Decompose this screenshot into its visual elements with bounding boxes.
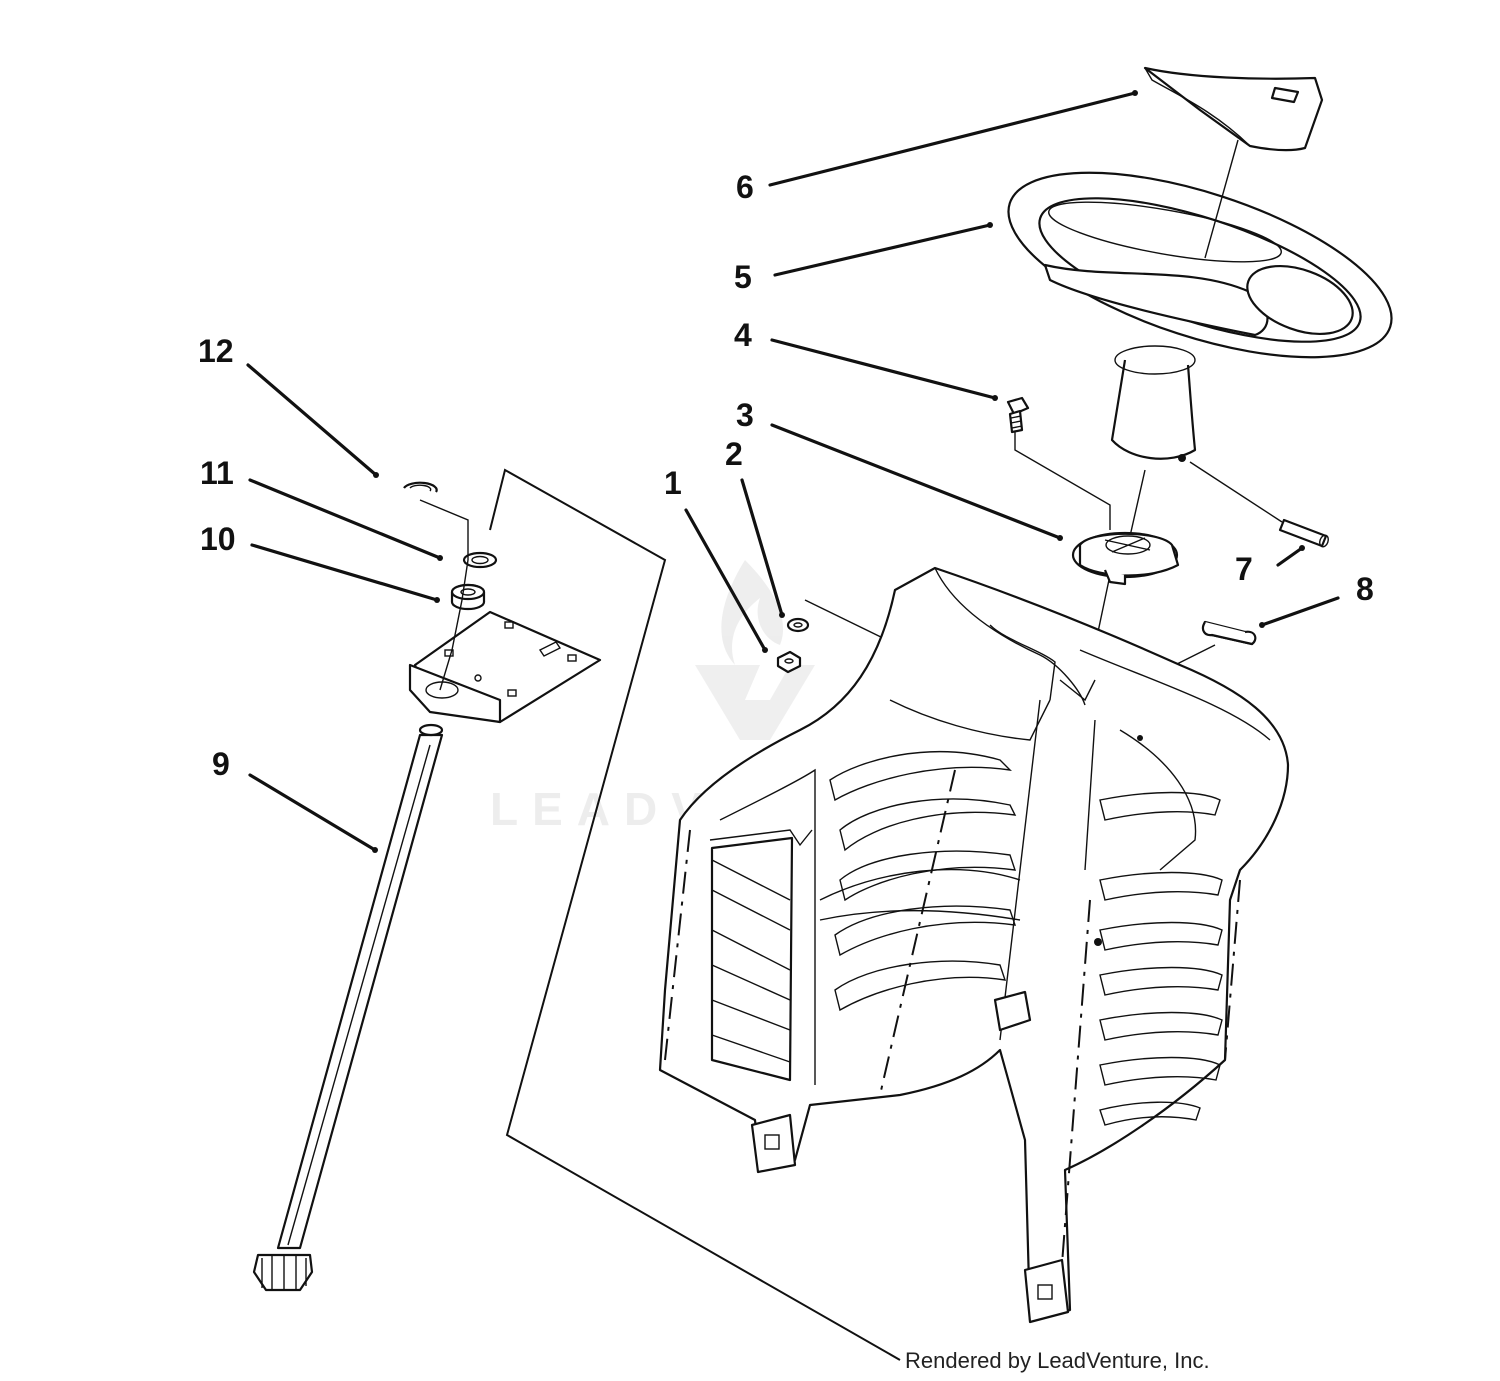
leader-line-7 [1276,546,1304,567]
bolt-alignment-line [1014,432,1111,530]
leader-line-3 [770,423,1062,540]
roll-pin [1278,518,1329,548]
leader-line-10 [250,543,439,602]
shaft-alignment-line [419,499,469,691]
steering-wheel [1007,171,1393,462]
shaft-key [1201,620,1257,646]
leader-line-8 [1260,596,1340,627]
callout-leader-lines [246,90,1340,853]
callout-9: 9 [212,746,230,782]
exploded-frame-line [489,468,901,1361]
callout-10: 10 [200,521,236,557]
leader-line-5 [773,223,992,277]
steering-wheel-cap [1143,66,1324,152]
leader-line-1 [684,508,767,652]
shaft-mounting-bracket [408,610,602,724]
render-credit: Rendered by LeadVenture, Inc. [905,1348,1210,1373]
washer [462,551,498,569]
callout-5: 5 [734,259,752,295]
leader-line-4 [770,338,997,400]
leader-line-6 [768,91,1137,187]
callout-8: 8 [1356,571,1374,607]
leader-line-12 [246,363,378,477]
bushing [450,583,486,611]
steering-shaft [252,723,444,1292]
leader-line-2 [740,478,784,617]
steering-console-housing [658,566,1290,1324]
hex-nut [776,650,802,674]
callout-4: 4 [734,317,752,353]
leader-line-11 [248,478,442,560]
retaining-ring [403,481,438,493]
hex-bolt [1006,396,1030,434]
key-alignment-line [1174,644,1216,666]
leader-line-9 [248,773,377,852]
callout-6: 6 [736,169,754,205]
lock-washer [786,617,810,633]
callout-labels: 6 5 4 3 2 1 7 8 12 11 10 9 [198,169,1374,782]
callout-12: 12 [198,333,234,369]
pin-alignment-line [1189,461,1283,523]
callout-7: 7 [1235,551,1253,587]
steering-adapter [1071,531,1180,586]
watermark-flame-icon [721,560,784,665]
watermark-v-icon [695,665,815,740]
callout-1: 1 [664,465,682,501]
callout-3: 3 [736,397,754,433]
callout-2: 2 [725,436,743,472]
callout-11: 11 [200,455,234,491]
